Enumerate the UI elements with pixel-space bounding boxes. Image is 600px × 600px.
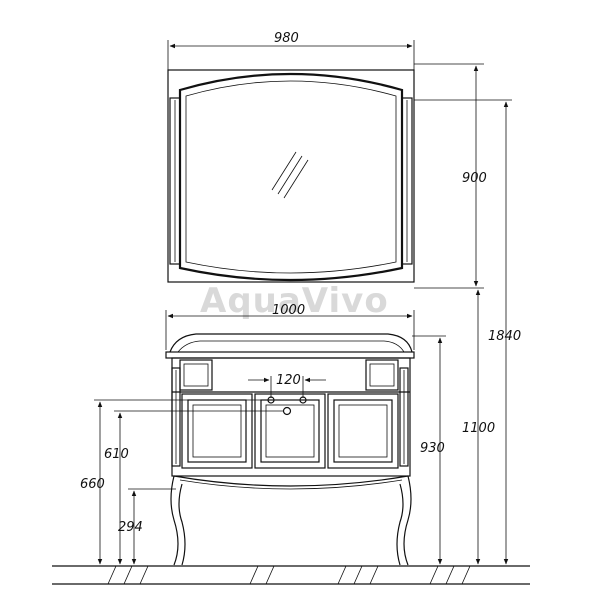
dimension-leg-height: 294 (118, 488, 176, 565)
dimension-countertop-height: 660 (80, 399, 270, 565)
dimension-mirror-bottom: 1100 (462, 289, 495, 565)
dimension-cabinet-height: 930 (412, 335, 446, 565)
floor-line (52, 565, 530, 585)
dimension-faucet-spacing: 120 (248, 373, 326, 398)
dimension-cabinet-width: 1000 (165, 303, 415, 350)
dimension-drain-height: 610 (104, 410, 284, 565)
dimension-mirror-width: 980 (167, 31, 415, 70)
svg-text:294: 294 (118, 520, 143, 535)
svg-text:660: 660 (80, 477, 105, 492)
vanity-cabinet (165, 333, 415, 566)
dimension-total-height: 1840 (414, 99, 521, 565)
svg-text:1100: 1100 (462, 421, 495, 436)
svg-text:1840: 1840 (488, 329, 521, 344)
dimension-mirror-height: 900 (414, 63, 487, 289)
svg-text:120: 120 (276, 373, 301, 388)
mirror-reflection-mark (271, 151, 309, 199)
svg-text:900: 900 (462, 171, 487, 186)
svg-text:930: 930 (420, 441, 445, 456)
svg-text:980: 980 (274, 31, 299, 46)
svg-text:1000: 1000 (272, 303, 305, 318)
mirror (167, 69, 415, 283)
svg-text:610: 610 (104, 447, 129, 462)
